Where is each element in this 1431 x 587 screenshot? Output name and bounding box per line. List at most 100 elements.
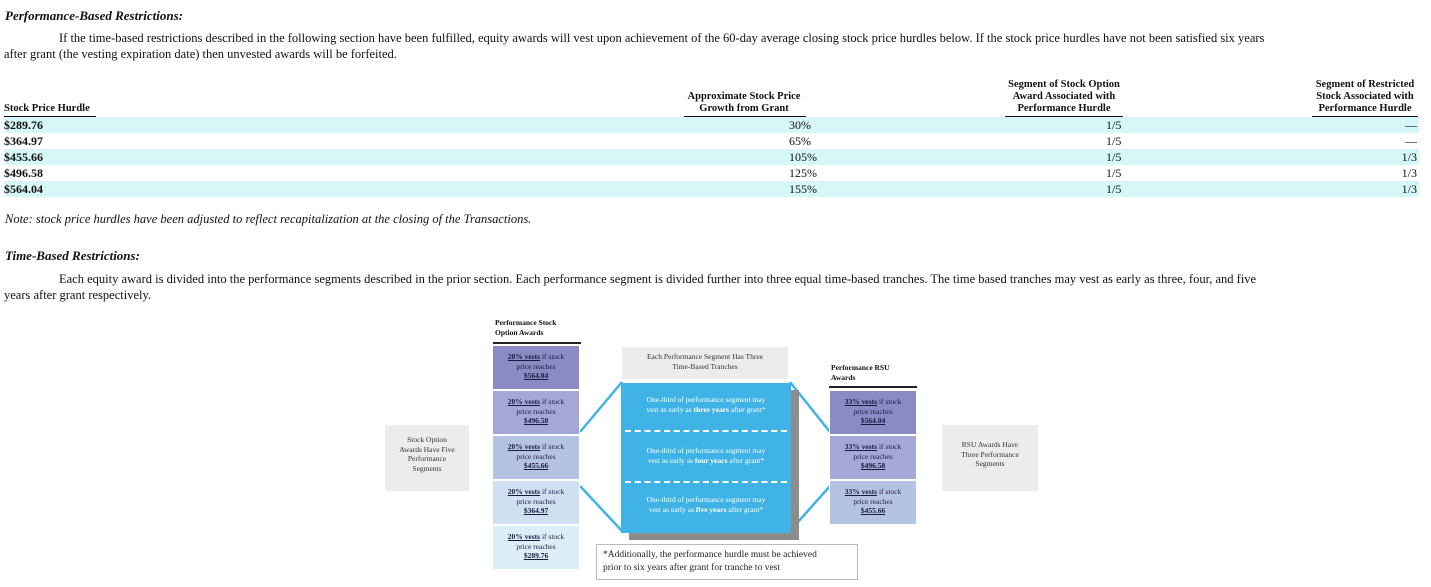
option-segment-cell: 1/5 [1106,182,1122,196]
tranche-1-line-2a: vest as early as [646,404,694,414]
col-header-hurdle-underline [4,116,96,117]
footnote-box: *Additionally, the performance hurdle mu… [596,544,858,580]
col-header-rsu-line-3: Performance Hurdle [1318,103,1412,114]
tranche-3: One-third of performance segment may ves… [621,495,791,514]
option-segment-cell: 1/5 [1106,118,1122,132]
option-segment-price: $564.04 [523,371,549,380]
tranche-2: One-third of performance segment may ves… [621,446,791,465]
left-connector-top [579,381,623,433]
time-paragraph-line-2: years after grant respectively. [4,288,152,302]
performance-paragraph-line-1: If the time-based restrictions described… [59,31,1265,45]
tranche-3-line-2a: vest as early as [648,504,696,514]
left-connector-bottom [579,485,623,532]
growth-cell: 30% [789,118,811,132]
rsu-segment-mid: price reaches [853,406,893,416]
rsu-segment-price: $455.66 [860,506,886,515]
option-segment-cell: 1/5 [1106,166,1122,180]
option-segment: 20% vests if stock price reaches $455.66 [492,435,580,480]
option-segment-mid: price reaches [516,406,556,416]
tranches-heading-line-2: Time-Based Tranches [672,361,738,371]
rsu-segment: 33% vests if stock price reaches $496.58 [829,435,917,480]
col-header-hurdle: Stock Price Hurdle [4,103,90,114]
option-segment-cell: 1/5 [1106,150,1122,164]
col-header-rsu-underline [1312,116,1418,117]
tranches-block: One-third of performance segment may ves… [621,383,791,533]
growth-cell: 65% [789,134,811,148]
rsu-segment-cell: 1/3 [1401,150,1417,164]
hurdle-cell: $564.04 [4,182,43,196]
col-header-growth-line-2: Growth from Grant [699,103,789,114]
rsu-awards-heading-line-2: Awards [831,372,856,382]
table-row: $289.76 30% 1/5 — [4,117,1419,133]
option-segment-tail: if stock [540,352,565,361]
rsu-segment-cell: — [1405,134,1417,148]
tranche-3-years: five years [695,504,727,514]
option-segments-column: 20% vests if stock price reaches $564.04… [492,345,580,570]
option-segment: 20% vests if stock price reaches $496.58 [492,390,580,435]
hurdle-cell: $364.97 [4,134,43,148]
table-row: $455.66 105% 1/5 1/3 [4,149,1419,165]
col-header-rsu-line-2: Stock Associated with [1316,91,1414,102]
footnote-line-1: *Additionally, the performance hurdle mu… [603,550,817,560]
rsu-segment: 33% vests if stock price reaches $455.66 [829,480,917,525]
performance-paragraph-line-2: after grant (the vesting expiration date… [4,47,397,61]
option-awards-heading: Performance Stock Option Awards [495,318,556,337]
tranches-heading-line-1: Each Performance Segment Has Three [646,352,764,361]
footnote-line-2: prior to six years after grant for tranc… [603,563,781,573]
tranche-3-line-1: One-third of performance segment may [646,495,766,504]
col-header-growth: Approximate Stock Price Growth from Gran… [680,91,808,115]
tranche-3-line-2c: after grant* [726,504,764,514]
option-segment-price: $289.76 [523,551,549,560]
option-segment-pct: 20% vests [507,532,541,541]
tranche-divider [625,430,787,432]
tranche-2-years: four years [694,455,728,465]
option-segment-pct: 20% vests [507,352,541,361]
option-segment: 20% vests if stock price reaches $364.97 [492,480,580,525]
option-segment-mid: price reaches [516,496,556,506]
stock-option-segments-line-3: Performance [407,454,447,463]
tranche-divider [625,481,787,483]
rsu-awards-heading-rule [829,386,917,388]
tranches-heading-box: Each Performance Segment Has Three Time-… [622,347,788,379]
option-awards-heading-line-1: Performance Stock [495,318,557,327]
rsu-awards-heading: Performance RSU Awards [831,363,890,382]
option-segment-mid: price reaches [516,541,556,551]
col-header-option-underline [1005,116,1123,117]
option-segment-pct: 20% vests [507,397,541,406]
performance-paragraph: If the time-based restrictions described… [4,30,1424,62]
rsu-segments-line-3: Segments [975,459,1005,468]
tranche-1-years: three years [693,404,729,414]
stock-option-segments-line-2: Awards Have Five [399,444,455,454]
col-header-option-line-2: Award Associated with [1012,91,1116,102]
col-header-rsu: Segment of Restricted Stock Associated w… [1308,79,1422,115]
col-header-rsu-line-1: Segment of Restricted [1315,79,1415,90]
col-header-growth-underline [684,116,806,117]
rsu-awards-heading-line-1: Performance RSU [831,363,890,372]
hurdle-cell: $496.58 [4,166,43,180]
stock-option-segments-line-4: Segments [412,463,442,473]
option-segment-tail: if stock [540,532,565,541]
rsu-segment-cell: 1/3 [1401,182,1417,196]
tranche-1-line-2c: after grant* [728,404,766,414]
time-heading: Time-Based Restrictions: [5,248,140,263]
rsu-segment-price: $564.04 [860,416,886,425]
growth-cell: 125% [789,166,817,180]
col-header-option: Segment of Stock Option Award Associated… [1000,79,1128,115]
tranche-2-line-2c: after grant* [727,455,765,465]
table-row: $496.58 125% 1/5 1/3 [4,165,1419,181]
stock-option-segments-line-1: Stock Option [407,435,447,444]
rsu-segment-tail: if stock [877,397,902,406]
col-header-growth-line-1: Approximate Stock Price [687,91,801,102]
col-header-option-line-1: Segment of Stock Option [1008,79,1120,90]
time-paragraph: Each equity award is divided into the pe… [4,271,1424,303]
performance-heading: Performance-Based Restrictions: [5,8,184,23]
option-segment: 20% vests if stock price reaches $564.04 [492,345,580,390]
option-segment: 20% vests if stock price reaches $289.76 [492,525,580,570]
option-awards-heading-rule [493,342,581,344]
rsu-segments-line-2: Three Performance [961,449,1019,459]
rsu-segment-tail: if stock [877,487,902,496]
tranche-1-line-1: One-third of performance segment may [646,395,766,404]
rsu-segment: 33% vests if stock price reaches $564.04 [829,390,917,435]
rsu-segment-price: $496.58 [860,461,886,470]
tranche-1: One-third of performance segment may ves… [621,395,791,414]
